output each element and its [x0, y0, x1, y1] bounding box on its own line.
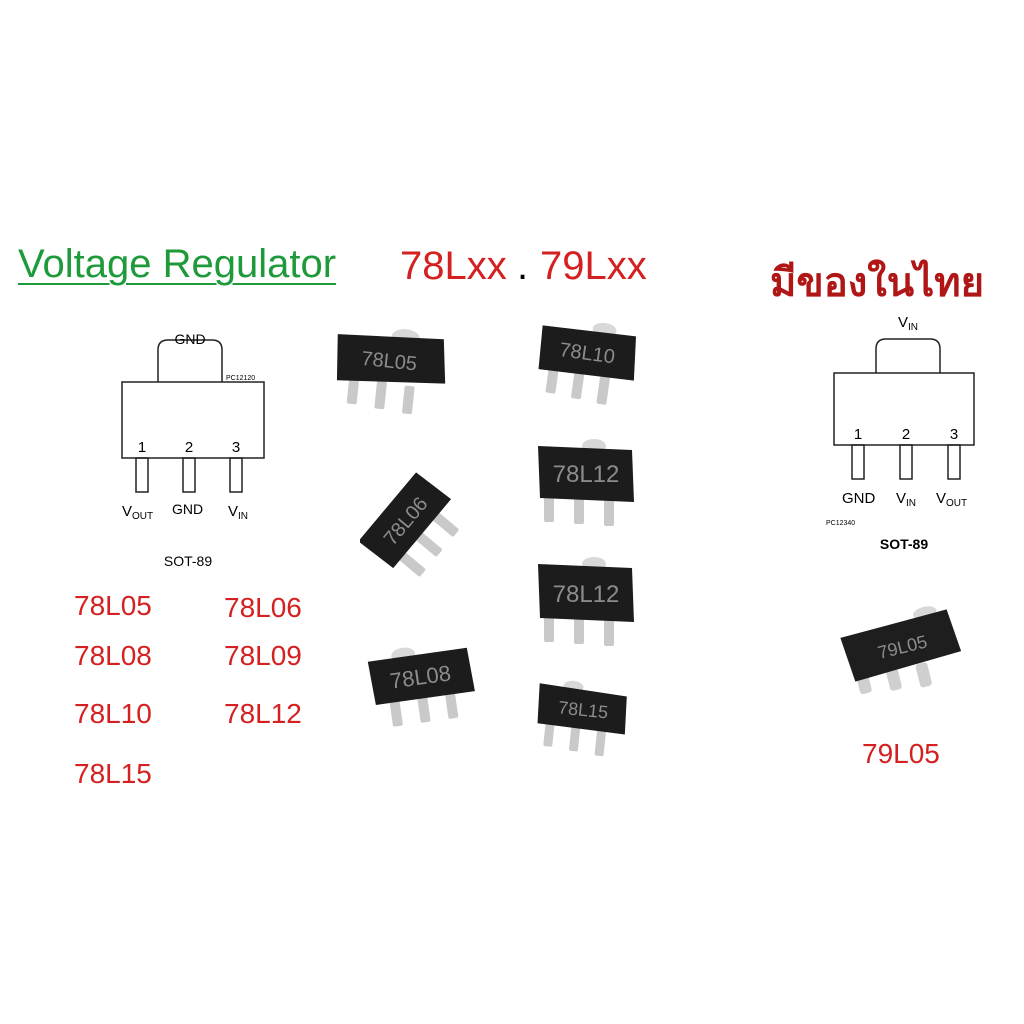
diagram-79-pin-1: 1: [854, 426, 862, 443]
diagram-79-top-pin: VIN: [898, 314, 918, 333]
part-78l05: 78L05: [74, 590, 152, 621]
series-78lxx: 78Lxx: [400, 244, 507, 288]
part-78l06: 78L06: [224, 592, 302, 623]
title-voltage-regulator: Voltage Regulator: [18, 242, 337, 286]
chip-photo-79l05: 79L05: [840, 606, 962, 695]
availability-thai-text: มีของในไทย: [770, 261, 985, 305]
diagram-79-code: PC12340: [826, 520, 855, 527]
chip-marking: 78L12: [553, 461, 620, 488]
part-78l12: 78L12: [224, 698, 302, 729]
diagram-79-label-vin: VIN: [896, 490, 916, 509]
chip-photo-78l12-b: 78L12: [538, 557, 634, 646]
chip-photo-78l15: 78L15: [537, 680, 627, 757]
series-separator: .: [517, 244, 529, 288]
diagram-78-label-vout: VOUT: [122, 503, 153, 522]
diagram-78-pin-3: 3: [232, 439, 240, 456]
sot89-diagram-79: VIN 1 2 3 GND VIN VOUT PC12340 SOT-89: [826, 314, 975, 552]
chip-photo-78l05: 78L05: [336, 329, 446, 415]
diagram-78-code: PC12120: [226, 375, 255, 382]
diagram-78-pin-2: 2: [185, 439, 193, 456]
part-78l09: 78L09: [224, 640, 302, 671]
diagram-79-package: SOT-89: [880, 536, 928, 552]
diagram-79-pin-3: 3: [950, 426, 958, 443]
diagram-79-label-vout: VOUT: [936, 490, 967, 509]
diagram-78-package: SOT-89: [164, 553, 212, 569]
chip-photo-78l10: 78L10: [538, 322, 637, 405]
sot89-diagram-78: GND PC12120 1 2 3 VOUT GND VIN SOT-89: [121, 331, 265, 569]
chip-photo-78l12-a: 78L12: [538, 439, 634, 526]
diagram-79-label-gnd: GND: [842, 490, 876, 507]
diagram-78-label-vin: VIN: [228, 503, 248, 522]
chip-photo-78l06: 78L06: [360, 472, 459, 577]
part-78l08: 78L08: [74, 640, 152, 671]
chip-marking: 78L12: [553, 581, 620, 608]
part-78l10: 78L10: [74, 698, 152, 729]
diagram-79-pin-2: 2: [902, 426, 910, 443]
part-78l15: 78L15: [74, 758, 152, 789]
part-79l05: 79L05: [862, 738, 940, 769]
diagram-78-top-pin: GND: [174, 331, 205, 347]
diagram-78-label-gnd: GND: [172, 501, 203, 517]
series-79lxx: 79Lxx: [540, 244, 647, 288]
chip-photo-78l08: 78L08: [367, 647, 475, 727]
diagram-78-pin-1: 1: [138, 439, 146, 456]
